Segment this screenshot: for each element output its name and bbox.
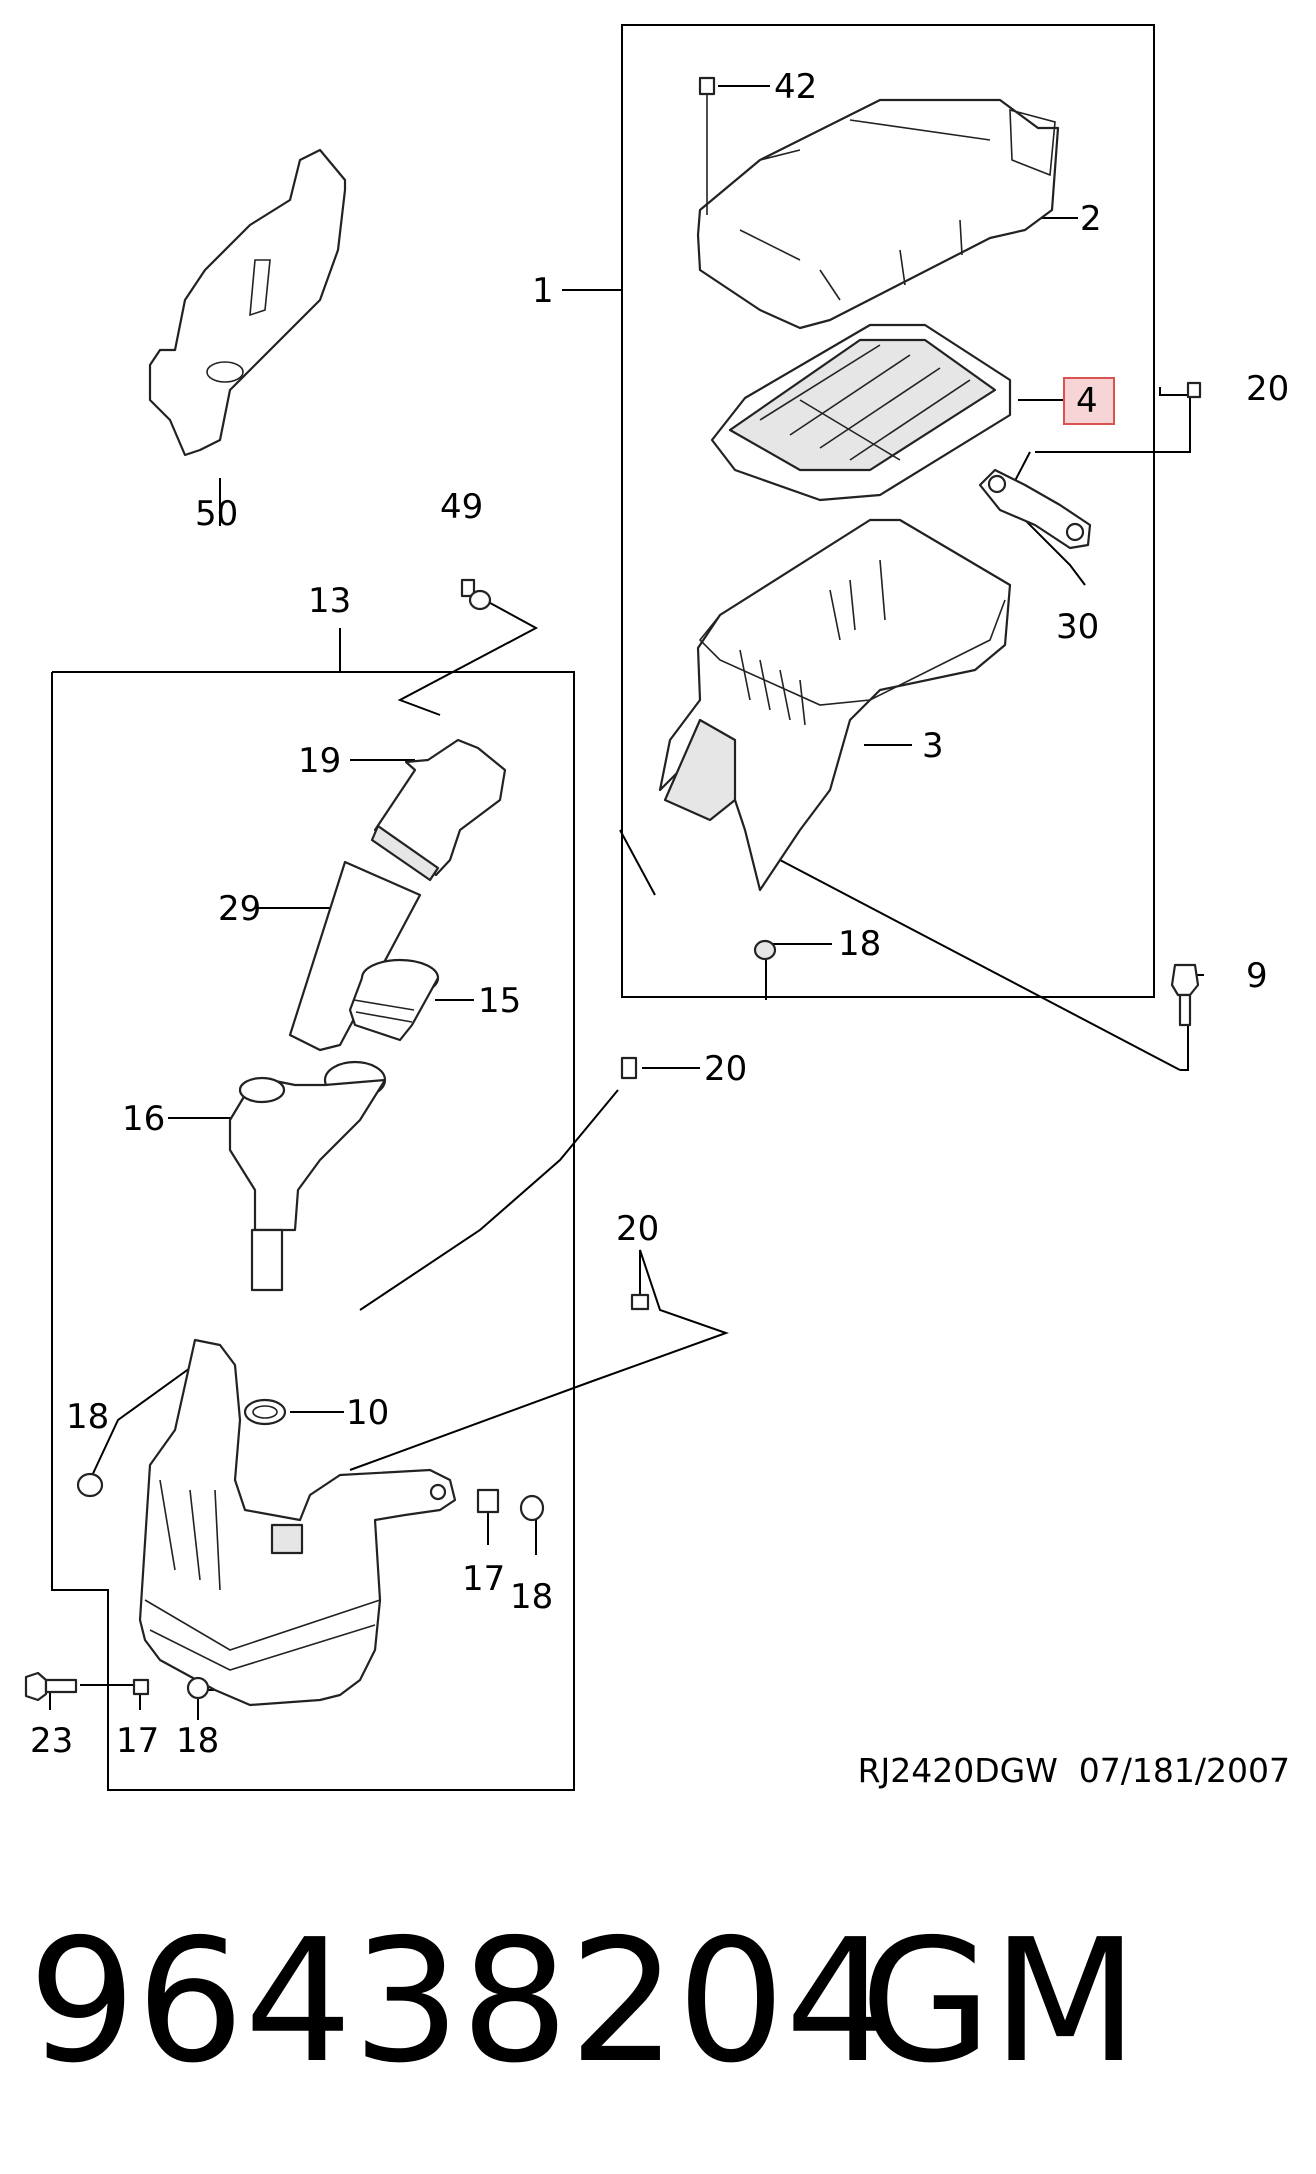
- callout-2: 2: [1080, 199, 1102, 239]
- duct-16: [228, 1060, 387, 1292]
- collar-17-right: [476, 1488, 500, 1514]
- callout-18-top: 18: [838, 924, 881, 964]
- filter-element: [710, 323, 1012, 502]
- bolt-42: [698, 76, 716, 215]
- callout-4: 4: [1076, 381, 1098, 421]
- highlight-box-4: [1063, 377, 1115, 425]
- grommet-18-left: [76, 1472, 104, 1498]
- bracket-30: [978, 468, 1092, 550]
- callout-17-bottom: 17: [116, 1721, 159, 1761]
- callout-50: 50: [195, 494, 238, 534]
- shield-50: [148, 148, 347, 457]
- bolt-20-lower: [630, 1293, 650, 1311]
- bolt-20-top: [1186, 381, 1202, 399]
- duct-19: [370, 738, 507, 882]
- callout-23: 23: [30, 1721, 73, 1761]
- callout-18-right: 18: [510, 1577, 553, 1617]
- air-cleaner-lower-housing: [658, 518, 1012, 961]
- frame-air-cleaner-assembly: [621, 24, 1155, 998]
- callout-18-left: 18: [66, 1397, 109, 1437]
- callout-10: 10: [346, 1393, 389, 1433]
- collar-17-bottom: [132, 1678, 150, 1696]
- brand-label: GM: [860, 1903, 1138, 2101]
- callout-18-bottom: 18: [176, 1721, 219, 1761]
- callout-42: 42: [774, 67, 817, 107]
- callout-9: 9: [1246, 956, 1268, 996]
- callout-19: 19: [298, 741, 341, 781]
- callout-20-top: 20: [1246, 369, 1289, 409]
- bolt-23: [24, 1671, 78, 1702]
- callout-20-lower: 20: [616, 1209, 659, 1249]
- callout-20-middle: 20: [704, 1049, 747, 1089]
- seal-15: [348, 958, 440, 1042]
- callout-3: 3: [922, 726, 944, 766]
- callout-1: 1: [532, 271, 554, 311]
- callout-30: 30: [1056, 607, 1099, 647]
- air-cleaner-cover: [696, 98, 1060, 330]
- callout-29: 29: [218, 889, 261, 929]
- callout-15: 15: [478, 981, 521, 1021]
- grommet-10: [243, 1398, 287, 1426]
- callout-16: 16: [122, 1099, 165, 1139]
- callout-17-right: 17: [462, 1559, 505, 1599]
- clip-49: [460, 578, 492, 611]
- frame-resonator-assembly: [51, 671, 575, 1791]
- resonator: [138, 1338, 457, 1707]
- duct-29: [288, 860, 422, 1052]
- callout-13: 13: [308, 581, 351, 621]
- part-number: 96438204: [28, 1903, 893, 2101]
- callout-49: 49: [440, 487, 483, 527]
- grommet-18-right: [519, 1494, 545, 1522]
- bolt-20-middle: [620, 1056, 638, 1080]
- grommet-18-bottom: [186, 1676, 210, 1700]
- document-code: RJ2420DGW 07/181/2007: [858, 1751, 1290, 1790]
- bolt-9: [1170, 963, 1200, 1027]
